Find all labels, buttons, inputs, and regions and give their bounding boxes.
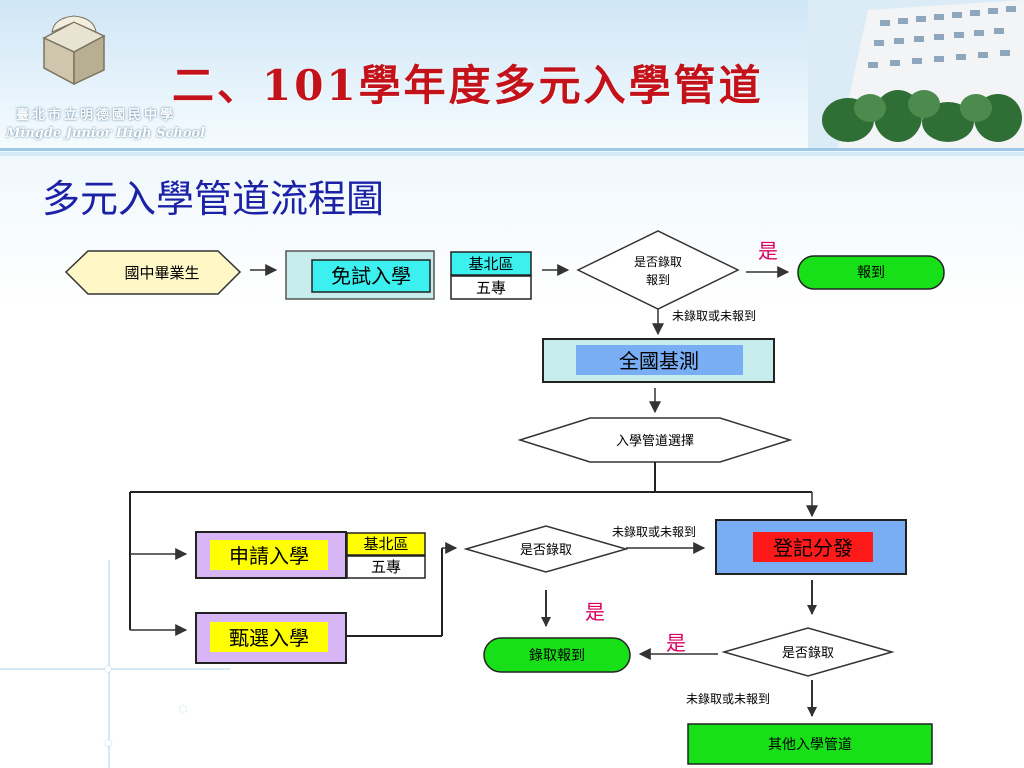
decision-top: 是否錄取 報到 [576, 230, 740, 310]
registration-node: 登記分發 [715, 519, 907, 575]
decorative-dot [180, 706, 186, 712]
admit-report-label: 錄取報到 [529, 648, 585, 664]
registration-label: 登記分發 [773, 536, 853, 560]
exam-free-node: 免試入學 [285, 250, 435, 300]
decorative-line [108, 560, 110, 768]
exam-free-tag1: 基北區 [468, 255, 513, 273]
decision-mid-label: 是否錄取 [520, 543, 572, 558]
apply-label: 申請入學 [229, 544, 309, 568]
start-label: 國中畢業生 [124, 264, 199, 282]
decision-top-line1: 是否錄取 [634, 254, 682, 269]
apply-tag2: 五專 [371, 558, 401, 576]
not-admitted-2: 未錄取或未報到 [612, 524, 696, 539]
channel-choice-label: 入學管道選擇 [616, 433, 694, 449]
admit-report-node: 錄取報到 [483, 637, 631, 673]
yes-label-top: 是 [758, 239, 778, 263]
national-test-node: 全國基測 [542, 338, 775, 383]
exam-free-tags: 基北區 五專 [450, 251, 532, 300]
school-building-image [808, 0, 1024, 148]
selection-label: 甄選入學 [229, 626, 309, 650]
apply-tags: 基北區 五專 [346, 532, 426, 579]
other-channels-label: 其他入學管道 [768, 737, 852, 753]
national-test-label: 全國基測 [619, 349, 699, 373]
decision-bottom-label: 是否錄取 [782, 646, 834, 661]
exam-free-tag2: 五專 [476, 279, 506, 297]
page-title: 二、101學年度多元入學管道 [172, 61, 764, 110]
decision-mid: 是否錄取 [463, 525, 629, 573]
apply-node: 申請入學 [195, 531, 347, 579]
selection-node: 甄選入學 [195, 612, 347, 664]
decorative-dot [105, 666, 111, 672]
yes-label-bottom: 是 [666, 631, 686, 655]
exam-free-label: 免試入學 [331, 264, 411, 288]
school-name-cn: 臺北市立明德國民中學 [16, 108, 177, 123]
not-admitted-1: 未錄取或未報到 [672, 308, 756, 323]
decorative-line [0, 668, 230, 670]
flowchart-heading: 多元入學管道流程圖 [42, 177, 385, 221]
decorative-dot [105, 740, 111, 746]
apply-tag1: 基北區 [363, 535, 408, 553]
report-label: 報到 [857, 265, 885, 281]
yes-label-mid: 是 [585, 600, 605, 624]
decision-bottom: 是否錄取 [721, 627, 895, 677]
start-node: 國中畢業生 [64, 250, 242, 295]
school-name-en: Mingde Junior High School [6, 126, 206, 141]
decision-top-line2: 報到 [646, 273, 670, 287]
header-banner: 二、101學年度多元入學管道 臺北市立明德國民中學 Mingde Junior … [0, 0, 1024, 156]
not-admitted-3: 未錄取或未報到 [686, 691, 770, 706]
other-channels-node: 其他入學管道 [687, 723, 933, 765]
report-node: 報到 [797, 255, 945, 290]
school-logo-icon [42, 15, 106, 86]
channel-choice-node: 入學管道選擇 [517, 417, 793, 463]
